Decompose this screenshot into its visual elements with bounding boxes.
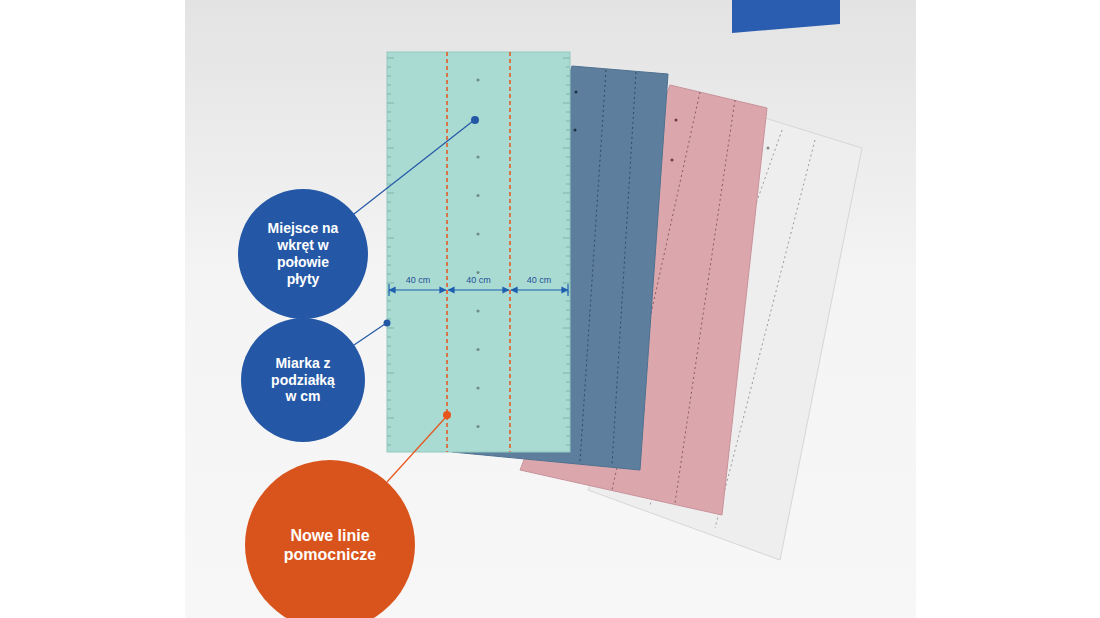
callout-text: Miarka z podziałką w cm <box>266 355 340 405</box>
callout-text: Nowe linie pomocnicze <box>275 526 385 564</box>
callout-circle: Miarka z podziałką w cm <box>241 318 365 442</box>
dimension-label: 40 cm <box>464 275 493 286</box>
corner-tab <box>732 0 840 33</box>
dimension-arrows <box>389 284 568 296</box>
green-board <box>387 52 570 452</box>
callout-text: Miejsce na wkręt w połowie płyty <box>261 220 345 287</box>
callout-circle: Nowe linie pomocnicze <box>245 460 415 618</box>
dimension-label: 40 cm <box>525 275 554 286</box>
callout-circle: Miejsce na wkręt w połowie płyty <box>238 189 368 319</box>
leader-lines <box>354 116 479 482</box>
dimension-label: 40 cm <box>404 275 433 286</box>
